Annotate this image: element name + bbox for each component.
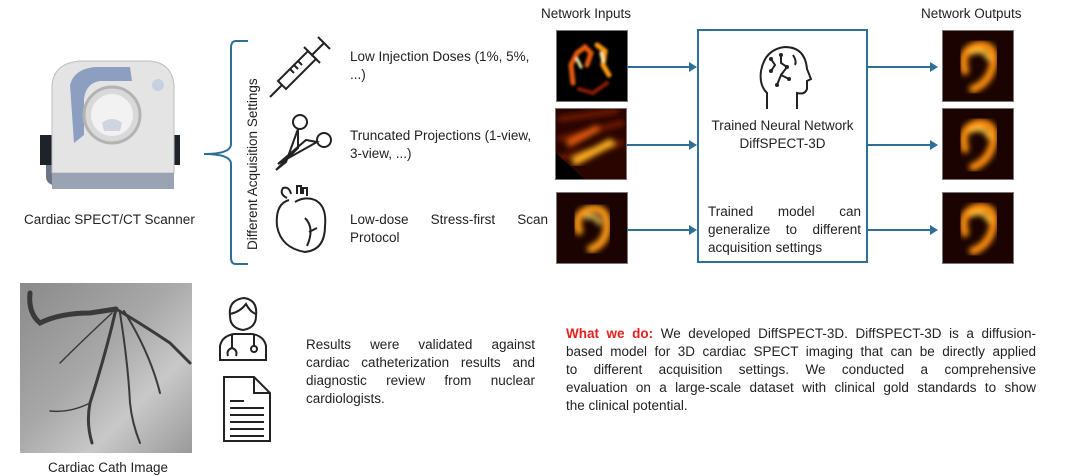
summary-text: What we do: We developed DiffSPECT-3D. D… bbox=[566, 326, 1036, 413]
neural-network-box: Trained Neural Network DiffSPECT-3D Trai… bbox=[697, 29, 868, 263]
input-image-truncated bbox=[555, 108, 627, 180]
summary-highlight: What we do: bbox=[566, 326, 654, 341]
heart-icon bbox=[275, 185, 327, 254]
scanner-caption: Cardiac SPECT/CT Scanner bbox=[24, 212, 195, 227]
cath-image-caption: Cardiac Cath Image bbox=[48, 460, 169, 475]
network-title: Trained Neural Network DiffSPECT-3D bbox=[711, 118, 854, 151]
input-arrow-2 bbox=[627, 140, 697, 150]
input-image-stress-first bbox=[556, 192, 628, 264]
input-image-low-dose bbox=[556, 30, 628, 102]
output-image-2 bbox=[942, 108, 1014, 180]
network-outputs-label: Network Outputs bbox=[921, 6, 1022, 21]
scissors-icon bbox=[275, 114, 332, 171]
network-note: Trained model can generalize to differen… bbox=[708, 204, 861, 255]
brain-head-icon bbox=[759, 45, 813, 109]
acquisition-settings-label: Different Acquisition Settings bbox=[245, 78, 260, 250]
output-arrow-1 bbox=[868, 62, 938, 72]
document-icon bbox=[223, 376, 271, 442]
doctor-icon bbox=[219, 296, 267, 361]
syringe-icon bbox=[269, 36, 331, 98]
cardiac-cath-image bbox=[20, 283, 192, 453]
output-image-1 bbox=[942, 30, 1014, 102]
input-arrow-1 bbox=[627, 62, 697, 72]
validation-text: Results were validated against cardiac c… bbox=[306, 337, 535, 406]
output-arrow-3 bbox=[868, 225, 938, 235]
setting-low-dose-stress-first: Low-dose Stress-first Scan Protocol bbox=[350, 212, 548, 245]
output-image-3 bbox=[942, 192, 1014, 264]
curly-bracket bbox=[203, 40, 248, 265]
setting-low-injection-doses: Low Injection Doses (1%, 5%, ...) bbox=[350, 49, 530, 82]
input-arrow-3 bbox=[627, 225, 697, 235]
network-inputs-label: Network Inputs bbox=[541, 6, 632, 21]
output-arrow-2 bbox=[868, 140, 938, 150]
scanner-image bbox=[40, 55, 180, 205]
setting-truncated-projections: Truncated Projections (1-view, 3-view, .… bbox=[350, 128, 532, 161]
